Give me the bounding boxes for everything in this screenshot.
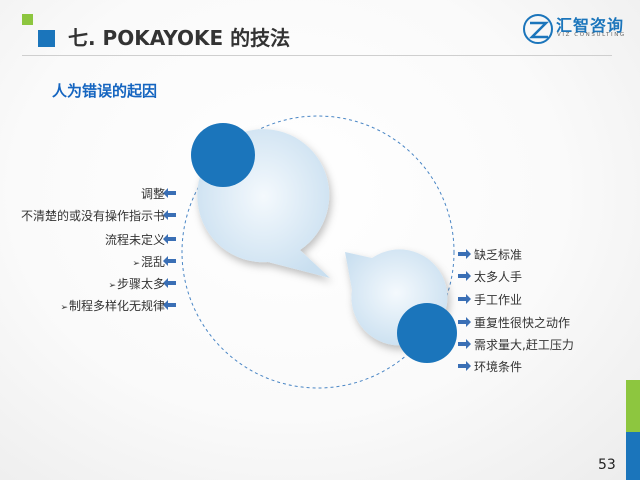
right-item-fast-repetition: 重复性很快之动作 (474, 316, 571, 330)
left-item-irregular-variety: ➢制程多样化无规律 (60, 299, 165, 313)
chevron-right-icon: ➢ (60, 303, 68, 313)
left-item-chaos: ➢混乱 (132, 255, 165, 269)
left-item-adjust: 调整 (140, 187, 165, 201)
logo-name: 汇智咨询 (556, 16, 625, 35)
right-item-too-many-hands: 太多人手 (474, 270, 523, 284)
left-item-no-instructions: 不清楚的或没有操作指示书 (20, 209, 165, 223)
chevron-right-icon: ➢ (132, 259, 140, 269)
logo-subtitle: VIZ CONSULTING (557, 32, 626, 38)
dashed-ring (181, 115, 455, 389)
right-arrows (458, 249, 471, 371)
title-divider (22, 55, 612, 56)
right-item-manual-work: 手工作业 (474, 293, 523, 307)
right-item-rush-pressure: 需求量大,赶工压力 (474, 338, 574, 352)
left-arrows (163, 188, 176, 310)
blue-dot-large (191, 123, 255, 187)
left-item-too-many-steps: ➢步骤太多 (108, 277, 165, 291)
viz-logo-icon (523, 14, 553, 44)
chevron-right-icon: ➢ (108, 281, 116, 291)
slide-title: 七. POKAYOKE 的技法 (68, 26, 291, 50)
blue-dot-small (397, 303, 457, 363)
right-item-environment: 环境条件 (474, 360, 523, 374)
page-number: 53 (598, 457, 616, 473)
decor-bar-green (626, 380, 640, 432)
decor-square-blue (38, 30, 55, 47)
right-item-no-standard: 缺乏标准 (474, 248, 523, 262)
decor-bar-blue (626, 432, 640, 480)
decor-square-green (22, 14, 33, 25)
left-item-undefined-process: 流程未定义 (104, 233, 165, 247)
section-subtitle: 人为错误的起因 (52, 82, 158, 100)
